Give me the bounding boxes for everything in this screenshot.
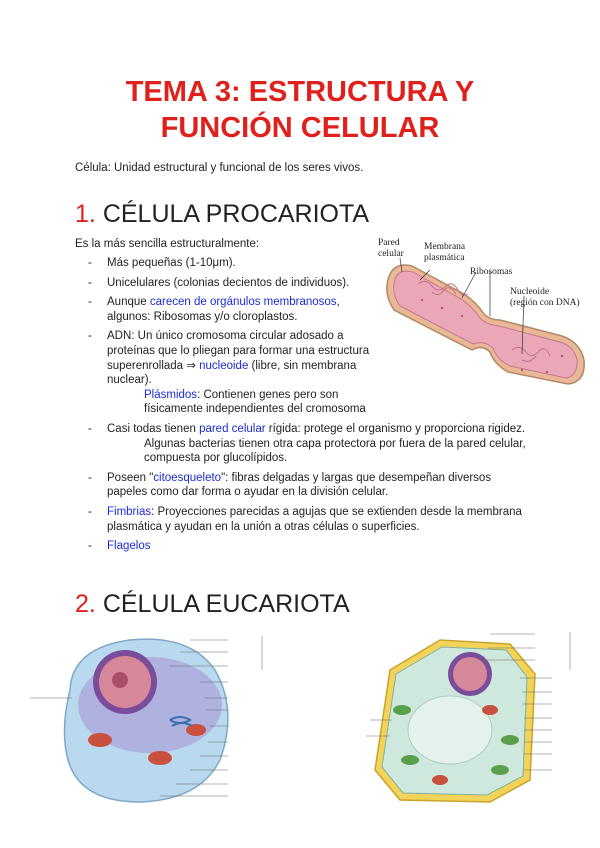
bullet-text: Casi todas tienen bbox=[107, 422, 200, 435]
bullet-text: Aunque bbox=[107, 296, 150, 309]
bullet-text: (libre, sin membrana nuclear). bbox=[107, 359, 357, 387]
animal-cell-figure bbox=[30, 636, 263, 803]
section-number: 1. bbox=[75, 200, 96, 228]
list-item: - Más pequeñas (1-10μm). bbox=[88, 256, 377, 271]
prokaryote-figure: Pared celular Membrana plasmática Riboso… bbox=[378, 238, 585, 385]
bullet-dash: - bbox=[88, 540, 92, 553]
bullet-text: , algunos: Ribosomas y/o cloroplastos. bbox=[107, 296, 340, 323]
bullet-text: ADN: Un único cromosoma circular adosado… bbox=[107, 330, 370, 372]
title-line-1: TEMA 3: ESTRUCTURA Y bbox=[125, 76, 475, 108]
label-pointers bbox=[399, 257, 525, 355]
section-title: CÉLULA EUCARIOTA bbox=[102, 590, 350, 618]
mitochondria bbox=[88, 733, 112, 747]
sub-item: Plásmidos: Contienen genes pero son físi… bbox=[107, 388, 377, 417]
sub-item: Algunas bacterias tienen otra capa prote… bbox=[144, 437, 526, 465]
label-plasmatica: plasmática bbox=[424, 253, 465, 263]
list-item: - Fimbrias: Proyecciones parecidas a agu… bbox=[88, 505, 527, 534]
nucleus-interior bbox=[453, 657, 487, 691]
lead-text: Es la más sencilla estructuralmente: bbox=[75, 238, 260, 250]
highlight-link[interactable]: pared celular bbox=[199, 422, 266, 435]
list-item: - Casi todas tienen pared celular rígida… bbox=[88, 422, 527, 466]
highlight-link[interactable]: Plásmidos bbox=[144, 388, 198, 401]
bullet-text: Poseen " bbox=[107, 471, 154, 484]
section-title: CÉLULA PROCARIOTA bbox=[102, 200, 370, 228]
section-number: 2. bbox=[75, 590, 96, 618]
label-celular: celular bbox=[378, 249, 405, 259]
section-heading-eucariota: 2. CÉLULA EUCARIOTA bbox=[75, 590, 350, 619]
page-title: TEMA 3: ESTRUCTURA Y FUNCIÓN CELULAR bbox=[0, 74, 600, 146]
nucleoid-dna bbox=[417, 280, 551, 362]
bullet-text: : Contienen genes pero son físicamente i… bbox=[144, 388, 366, 416]
title-line-2: FUNCIÓN CELULAR bbox=[160, 112, 440, 144]
bullet-dash: - bbox=[88, 471, 92, 484]
label-region: (región con DNA) bbox=[510, 297, 580, 308]
bullet-text: Más pequeñas (1-10μm). bbox=[107, 257, 236, 269]
list-item: - Flagelos bbox=[88, 539, 527, 554]
chloroplasts bbox=[393, 705, 519, 775]
label-pared: Pared bbox=[378, 238, 400, 248]
list-item: - Aunque carecen de orgánulos membranoso… bbox=[88, 295, 377, 324]
golgi-apparatus bbox=[169, 716, 193, 727]
bullet-dash: - bbox=[88, 505, 92, 518]
highlight-link[interactable]: nucleoide bbox=[199, 359, 249, 372]
mitochondria bbox=[186, 724, 206, 736]
bullet-dash: - bbox=[88, 296, 92, 309]
mitochondria bbox=[148, 751, 172, 765]
bullet-text: ": fibras delgadas y largas que desempeñ… bbox=[107, 471, 492, 499]
central-vacuole bbox=[407, 695, 493, 765]
highlight-link[interactable]: Fimbrias bbox=[107, 505, 152, 518]
bullet-dash: - bbox=[88, 330, 92, 343]
bullet-dash: - bbox=[88, 276, 92, 289]
list-item: - ADN: Un único cromosoma circular adosa… bbox=[88, 329, 377, 417]
intro-text: Célula: Unidad estructural y funcional d… bbox=[75, 162, 364, 174]
highlight-link[interactable]: citoesqueleto bbox=[153, 471, 222, 484]
label-membrana: Membrana bbox=[424, 242, 466, 252]
mitochondria bbox=[432, 705, 498, 785]
highlight-link[interactable]: carecen de orgánulos membranosos bbox=[149, 296, 337, 309]
bullet-text: : Proyecciones parecidas a agujas que se… bbox=[107, 505, 522, 533]
highlight-link[interactable]: Flagelos bbox=[107, 540, 151, 553]
label-nucleoide: Nucleoide bbox=[510, 287, 549, 297]
callout-lines bbox=[366, 632, 571, 771]
nucleolus bbox=[112, 672, 128, 688]
bullet-dash: - bbox=[88, 422, 92, 435]
bullet-list: - Más pequeñas (1-10μm). - Unicelulares … bbox=[88, 256, 527, 559]
ribosome-dots bbox=[420, 298, 564, 374]
bullet-text: rígida: protege el organismo y proporcio… bbox=[265, 422, 526, 435]
bullet-text: Unicelulares (colonias decientos de indi… bbox=[107, 276, 350, 289]
label-ribosomas: Ribosomas bbox=[470, 267, 513, 277]
section-heading-procariota: 1. CÉLULA PROCARIOTA bbox=[75, 200, 369, 229]
list-item: - Unicelulares (colonias decientos de in… bbox=[88, 276, 377, 291]
plant-cell-figure bbox=[366, 632, 571, 803]
list-item: - Poseen "citoesqueleto": fibras delgada… bbox=[88, 471, 527, 500]
callout-lines bbox=[30, 636, 263, 797]
cell-interior bbox=[393, 270, 578, 379]
bullet-dash: - bbox=[88, 257, 92, 269]
